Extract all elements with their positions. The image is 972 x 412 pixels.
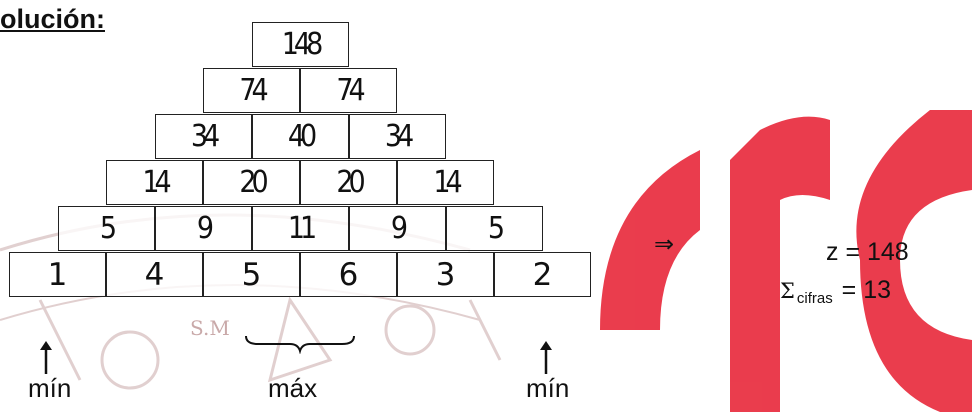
- pyramid-cell: 20: [203, 160, 300, 205]
- pyramid-cell: 5: [203, 252, 300, 297]
- pyramid-cell: 74: [300, 68, 397, 113]
- up-arrow-icon: [540, 341, 552, 374]
- pyramid-cell: 9: [348, 206, 446, 251]
- curly-brace-icon: [245, 335, 355, 354]
- pyramid-cell: 14: [397, 160, 494, 205]
- sum-value: = 13: [841, 276, 892, 304]
- pyramid-cell: 4: [106, 252, 203, 297]
- implies-arrow-icon: ⇒: [654, 230, 675, 258]
- result-z: z = 148: [826, 238, 909, 266]
- pyramid-cell: 5: [57, 206, 155, 251]
- solution-heading: olución:: [0, 4, 105, 34]
- pyramid-cell: 11: [251, 206, 349, 251]
- logo-stroke-r: [730, 116, 830, 412]
- pyramid-cell: 5: [445, 206, 543, 251]
- logo-stroke-c: [600, 150, 700, 330]
- pyramid-cell: 3: [397, 252, 494, 297]
- pyramid-cell: 1: [9, 252, 106, 297]
- pyramid-cell: 2: [494, 252, 591, 297]
- seal-ribbon-right: [468, 299, 502, 361]
- pyramid-cell: 20: [300, 160, 397, 205]
- pyramid-cell: 148: [251, 22, 349, 67]
- pyramid-cell: 74: [203, 68, 300, 113]
- pyramid-cell: 6: [300, 252, 397, 297]
- max-middle-label: máx: [268, 373, 318, 403]
- seal-text: S.M: [190, 316, 230, 340]
- sigma-symbol: Σ: [780, 279, 795, 303]
- pyramid-cell: 40: [251, 114, 349, 159]
- min-right-label: mín: [526, 373, 570, 403]
- seal-crown-left: [100, 330, 160, 390]
- pyramid-cell: 9: [154, 206, 252, 251]
- seal-ribbon: [38, 299, 82, 381]
- seal-shield: [267, 296, 333, 383]
- pyramid-cell: 34: [154, 114, 252, 159]
- pyramid-cell: 14: [106, 160, 203, 205]
- min-left-label: mín: [28, 373, 72, 403]
- sum-subscript: cifras: [796, 290, 833, 307]
- pyramid-cell: 34: [348, 114, 446, 159]
- logo-stroke-o: [856, 110, 972, 412]
- red-logo: [600, 110, 972, 412]
- seal-crown-right: [384, 304, 436, 356]
- up-arrow-icon: [40, 341, 52, 374]
